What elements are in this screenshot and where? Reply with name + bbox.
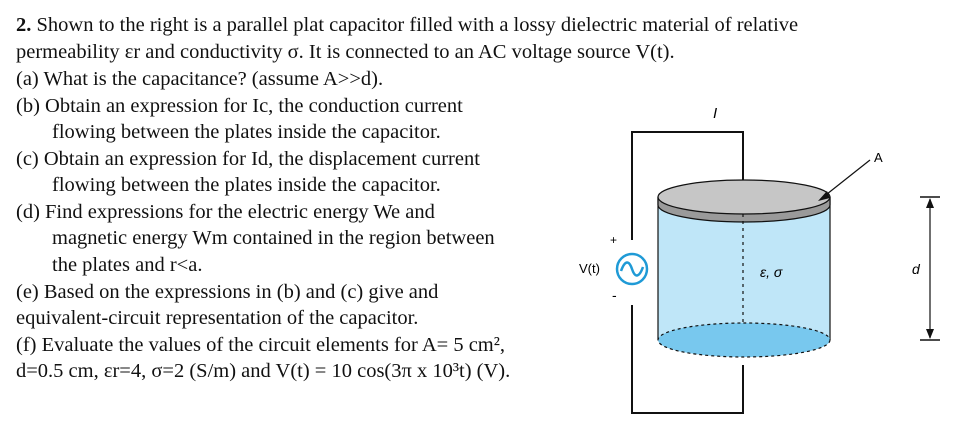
part-f-line-2: d=0.5 cm, εr=4, σ=2 (S/m) and V(t) = 10 … bbox=[16, 360, 511, 382]
top-wire bbox=[631, 131, 744, 240]
part-d-line-1: (d) Find expressions for the electric en… bbox=[16, 201, 435, 223]
part-b-line-2: flowing between the plates inside the ca… bbox=[52, 121, 441, 143]
area-label: A bbox=[874, 150, 883, 165]
bottom-plate bbox=[657, 322, 831, 358]
dimension-arrow-down-icon bbox=[926, 329, 934, 339]
problem-line-1-text: Shown to the right is a parallel plat ca… bbox=[36, 14, 799, 36]
part-c-line-1: (c) Obtain an expression for Id, the dis… bbox=[16, 148, 480, 170]
part-e-line-1: (e) Based on the expressions in (b) and … bbox=[16, 281, 439, 303]
problem-number: 2. bbox=[16, 14, 32, 36]
part-c-line-2: flowing between the plates inside the ca… bbox=[52, 174, 441, 196]
part-d-line-2: magnetic energy Wm contained in the regi… bbox=[52, 227, 495, 249]
top-plate bbox=[657, 179, 831, 215]
part-e-line-2: equivalent-circuit representation of the… bbox=[16, 307, 419, 329]
source-label: V(t) bbox=[579, 261, 600, 276]
part-b-line-1: (b) Obtain an expression for Ic, the con… bbox=[16, 95, 463, 117]
dielectric-label: ε, σ bbox=[760, 264, 783, 280]
problem-line-2: permeability εr and conductivity σ. It i… bbox=[16, 41, 675, 63]
gap-label: d bbox=[912, 261, 921, 277]
source-minus-label: - bbox=[612, 287, 617, 303]
bottom-wire bbox=[631, 305, 744, 414]
area-arrow bbox=[821, 159, 871, 199]
part-f-line-1: (f) Evaluate the values of the circuit e… bbox=[16, 334, 506, 356]
current-label: I bbox=[713, 105, 717, 122]
dimension-arrow-up-icon bbox=[926, 198, 934, 208]
problem-line-1: 2. Shown to the right is a parallel plat… bbox=[16, 12, 798, 38]
part-a: (a) What is the capacitance? (assume A>>… bbox=[16, 68, 384, 90]
dielectric-body bbox=[658, 197, 830, 357]
part-d-line-3: the plates and r<a. bbox=[52, 254, 203, 276]
source-plus-label: + bbox=[610, 233, 617, 247]
capacitor-circuit-figure: I + V(t) - ε, σ A d bbox=[579, 105, 940, 414]
area-arrowhead-icon bbox=[818, 191, 830, 201]
sine-wave-icon bbox=[619, 261, 645, 277]
